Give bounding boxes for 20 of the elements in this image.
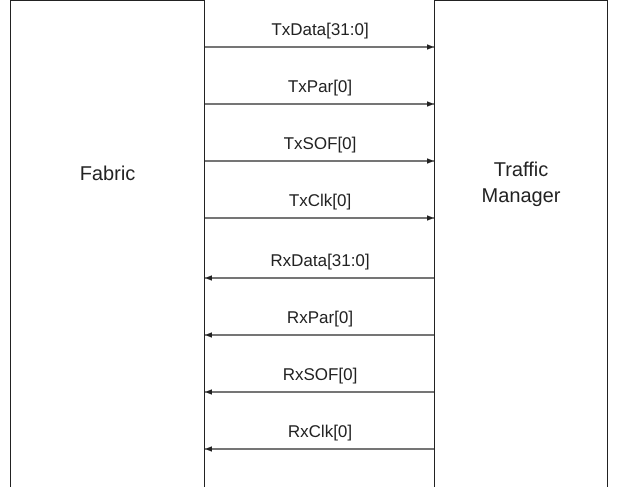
signal-arrow [205, 101, 434, 107]
signal-label: RxData[31:0] [270, 252, 370, 269]
block-outline [10, 0, 205, 487]
signal-label: RxClk[0] [288, 423, 352, 440]
signal-label: TxPar[0] [288, 78, 352, 95]
signal-label: RxSOF[0] [282, 366, 358, 383]
signal-arrow [205, 332, 434, 338]
signal-arrow [205, 44, 434, 50]
signal-label: TxData[31:0] [271, 21, 369, 38]
signal-arrow [205, 158, 434, 164]
block-outline [434, 0, 608, 487]
signal-arrow [205, 215, 434, 221]
signal-label: TxClk[0] [288, 192, 352, 209]
block-label: Traffic Manager [480, 158, 562, 209]
block-label: Fabric [80, 162, 136, 187]
signal-label: RxPar[0] [286, 309, 354, 326]
signal-arrow [205, 389, 434, 395]
signal-arrow [205, 446, 434, 452]
signal-arrow [205, 275, 434, 281]
signal-label: TxSOF[0] [284, 135, 356, 152]
